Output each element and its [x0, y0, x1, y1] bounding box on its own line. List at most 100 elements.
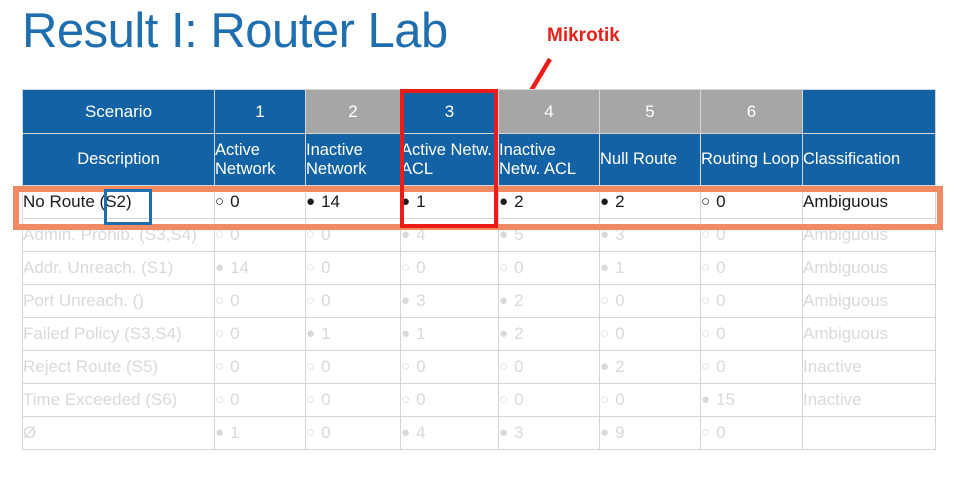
- cell-count: ○0: [599, 383, 701, 417]
- cell-value: 3: [615, 225, 625, 244]
- cell-count: ●2: [498, 284, 600, 318]
- cell-value: 1: [416, 192, 426, 211]
- filled-circle-icon: ●: [401, 193, 411, 210]
- cell-count: ○0: [599, 317, 701, 351]
- cell-value: 0: [416, 357, 426, 376]
- cell-count: ○0: [700, 251, 803, 285]
- cell-count: ● 14: [305, 185, 401, 219]
- hollow-circle-icon: ○: [306, 226, 316, 243]
- cell-count: ●4: [400, 218, 499, 252]
- hollow-circle-icon: ○: [306, 391, 316, 408]
- hollow-circle-icon: ○: [701, 424, 711, 441]
- cell-count: ○0: [599, 284, 701, 318]
- cell-value: 2: [514, 291, 524, 310]
- header-description: Description: [22, 133, 215, 186]
- cell-count: ●3: [599, 218, 701, 252]
- row-label: Port Unreach. (): [22, 284, 215, 318]
- cell-value: 0: [615, 390, 625, 409]
- filled-circle-icon: ●: [499, 325, 509, 342]
- hollow-circle-icon: ○: [306, 424, 316, 441]
- header-scenario-1: 1: [214, 89, 306, 134]
- filled-circle-icon: ●: [600, 424, 610, 441]
- hollow-circle-icon: ○: [306, 358, 316, 375]
- cell-value: 0: [615, 324, 625, 343]
- cell-count: ○0: [305, 350, 401, 384]
- hollow-circle-icon: ○: [600, 391, 610, 408]
- filled-circle-icon: ●: [499, 424, 509, 441]
- cell-count: ○0: [400, 383, 499, 417]
- cell-value: 0: [230, 192, 240, 211]
- cell-value: 0: [321, 225, 331, 244]
- filled-circle-icon: ●: [215, 259, 225, 276]
- header-scenario-2: 2: [305, 89, 401, 134]
- cell-value: 0: [615, 291, 625, 310]
- filled-circle-icon: ●: [600, 226, 610, 243]
- cell-count: ○0: [700, 284, 803, 318]
- cell-count: ○0: [214, 383, 306, 417]
- cell-value: 0: [514, 390, 524, 409]
- filled-circle-icon: ●: [499, 292, 509, 309]
- cell-value: 0: [321, 258, 331, 277]
- cell-value: 0: [321, 291, 331, 310]
- cell-count: ●2: [498, 317, 600, 351]
- cell-value: 0: [716, 192, 726, 211]
- cell-value: 0: [321, 423, 331, 442]
- hollow-circle-icon: ○: [499, 391, 509, 408]
- cell-classification: Inactive: [802, 350, 936, 384]
- cell-value: 1: [416, 324, 426, 343]
- cell-value: 14: [321, 192, 340, 211]
- cell-count: ○0: [700, 350, 803, 384]
- cell-count: ○0: [498, 383, 600, 417]
- row-label: Ø: [22, 416, 215, 450]
- cell-classification: Inactive: [802, 383, 936, 417]
- cell-value: 0: [416, 390, 426, 409]
- cell-value: 1: [230, 423, 240, 442]
- hollow-circle-icon: ○: [600, 292, 610, 309]
- hollow-circle-icon: ○: [499, 358, 509, 375]
- cell-count: ●9: [599, 416, 701, 450]
- cell-count: ●2: [599, 350, 701, 384]
- cell-value: 3: [416, 291, 426, 310]
- cell-value: 4: [416, 423, 426, 442]
- cell-count: ○0: [700, 185, 803, 219]
- cell-value: 0: [230, 291, 240, 310]
- cell-value: 0: [716, 357, 726, 376]
- filled-circle-icon: ●: [306, 193, 316, 210]
- cell-value: 9: [615, 423, 625, 442]
- filled-circle-icon: ●: [401, 424, 411, 441]
- cell-classification: Ambiguous: [802, 284, 936, 318]
- cell-value: 2: [514, 324, 524, 343]
- cell-value: 1: [615, 258, 625, 277]
- header-desc-null-route: Null Route: [599, 133, 701, 186]
- header-desc-active-netw-acl: Active Netw. ACL: [400, 133, 499, 186]
- header-scenario-4: 4: [498, 89, 600, 134]
- cell-count: ●3: [498, 416, 600, 450]
- row-label: Time Exceeded (S6): [22, 383, 215, 417]
- filled-circle-icon: ●: [701, 391, 711, 408]
- hollow-circle-icon: ○: [215, 193, 225, 210]
- cell-count: ○0: [700, 218, 803, 252]
- cell-count: ○0: [305, 416, 401, 450]
- header-scenario-blank: [802, 89, 936, 134]
- hollow-circle-icon: ○: [701, 292, 711, 309]
- cell-count: ○0: [400, 350, 499, 384]
- header-desc-inactive-netw-acl: Inactive Netw. ACL: [498, 133, 600, 186]
- cell-count: ●1: [214, 416, 306, 450]
- cell-value: 0: [716, 291, 726, 310]
- cell-classification: Ambiguous: [802, 317, 936, 351]
- hollow-circle-icon: ○: [215, 358, 225, 375]
- cell-value: 0: [321, 357, 331, 376]
- cell-classification: Ambiguous: [802, 251, 936, 285]
- row-label: Admin. Prohib. (S3,S4): [22, 218, 215, 252]
- page-title: Result I: Router Lab: [22, 4, 448, 58]
- cell-count: ●1: [400, 185, 499, 219]
- cell-value: 0: [716, 258, 726, 277]
- cell-value: 0: [230, 357, 240, 376]
- cell-value: 3: [514, 423, 524, 442]
- filled-circle-icon: ●: [600, 358, 610, 375]
- cell-classification: Ambiguous: [802, 218, 936, 252]
